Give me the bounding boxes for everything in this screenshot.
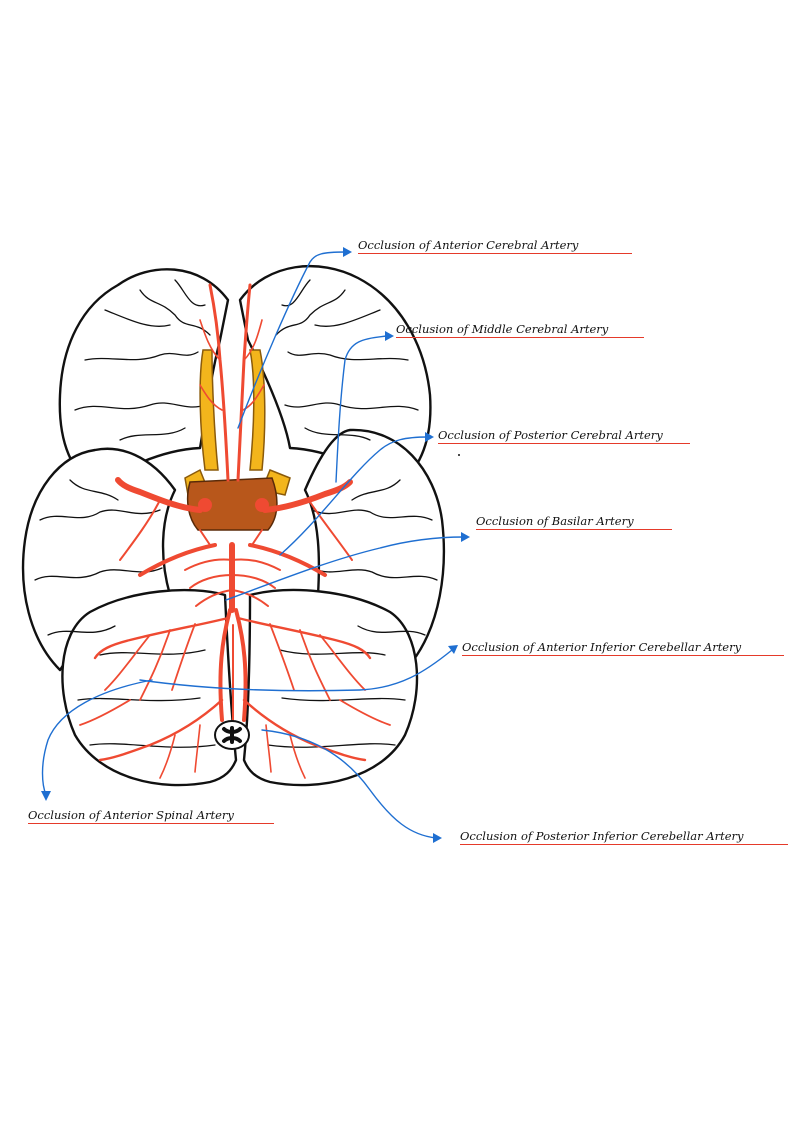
- left-optic-nerve: [199, 349, 219, 471]
- label-basilar-artery: Occlusion of Basilar Artery: [476, 514, 672, 530]
- optic-chiasm: [186, 477, 278, 531]
- pointer-anterior-inferior-cerebellar: [139, 649, 453, 692]
- arrowhead-posterior-cerebral: [425, 432, 434, 442]
- posterior-inferior-cerebellar-artery-left: [98, 698, 224, 762]
- pointer-lines: [41, 251, 465, 839]
- right-frontal-lobe: [238, 265, 432, 490]
- pointer-anterior-cerebral: [237, 251, 347, 429]
- arrowhead-posterior-inferior-cerebellar: [433, 833, 442, 843]
- pointer-posterior-cerebral: [279, 436, 429, 556]
- label-anterior-cerebral-artery: Occlusion of Anterior Cerebral Artery: [358, 238, 632, 254]
- arrowhead-anterior-cerebral: [343, 247, 352, 257]
- posterior-cerebral-artery-right: [248, 543, 327, 577]
- spinal-cord: [214, 720, 250, 750]
- pointer-posterior-inferior-cerebellar: [261, 729, 437, 839]
- arrowhead-basilar: [461, 532, 470, 542]
- pointer-middle-cerebral: [335, 335, 389, 483]
- label-posterior-inferior-cerebellar-artery: Occlusion of Posterior Inferior Cerebell…: [460, 829, 788, 845]
- right-optic-nerve: [249, 349, 266, 471]
- stray-dot: [458, 454, 460, 456]
- label-anterior-spinal-artery: Occlusion of Anterior Spinal Artery: [28, 808, 274, 824]
- pointer-basilar: [225, 536, 465, 601]
- arrowhead-middle-cerebral: [385, 331, 394, 341]
- middle-cerebral-artery-left: [115, 477, 203, 513]
- vertebral-artery-left: [218, 608, 232, 722]
- anterior-inferior-cerebellar-artery-right: [236, 616, 372, 660]
- anterior-inferior-cerebellar-artery-left: [93, 616, 230, 660]
- posterior-cerebral-artery-left: [138, 543, 217, 577]
- pointer-anterior-spinal: [41, 679, 153, 796]
- arteries: [79, 283, 391, 779]
- posterior-inferior-cerebellar-artery-right: [242, 698, 367, 762]
- label-middle-cerebral-artery: Occlusion of Middle Cerebral Artery: [396, 322, 644, 338]
- label-anterior-inferior-cerebellar-artery: Occlusion of Anterior Inferior Cerebella…: [462, 640, 784, 656]
- pointer-arrowheads: [41, 247, 470, 843]
- label-posterior-cerebral-artery: Occlusion of Posterior Cerebral Artery: [438, 428, 690, 444]
- arrowhead-anterior-spinal: [41, 791, 51, 801]
- arrowhead-anterior-inferior-cerebellar: [448, 645, 458, 654]
- vertebral-artery-right: [234, 608, 248, 722]
